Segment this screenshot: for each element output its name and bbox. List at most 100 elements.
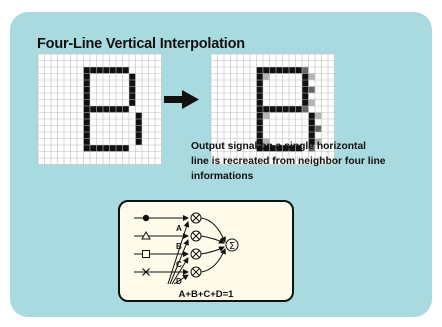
pixel-cell (135, 132, 142, 139)
weight-label-a: A (176, 224, 182, 233)
pixel-cell (116, 106, 123, 113)
pixel-cell (315, 112, 322, 119)
pixel-cell (289, 145, 296, 152)
pixel-cell (308, 138, 315, 145)
filled-circle-icon (142, 214, 150, 222)
pixel-cell (256, 106, 263, 113)
pixel-cell (263, 67, 270, 74)
pixel-cell (308, 125, 315, 132)
pixel-cell (83, 119, 90, 126)
pixel-cell (295, 67, 302, 74)
pixel-cell (302, 67, 309, 74)
weight-label-c: C (176, 260, 182, 269)
pixel-cell (129, 73, 136, 80)
pixel-cell (302, 80, 309, 87)
pixel-cell (308, 132, 315, 139)
pixel-cell (129, 80, 136, 87)
weight-equation: A+B+C+D=1 (178, 289, 234, 300)
diagram-title: Four-Line Vertical Interpolation (37, 36, 245, 52)
pixel-cell (135, 112, 142, 119)
pixel-cell (96, 145, 103, 152)
pixel-cell (135, 125, 142, 132)
pixel-cell (83, 112, 90, 119)
pixel-cell (96, 67, 103, 74)
weight-line-d (173, 274, 189, 285)
pixel-cell (256, 145, 263, 152)
pixel-cell (276, 67, 283, 74)
pixel-cell (302, 99, 309, 106)
caption-line: line is recreated from neighbor four lin… (191, 156, 386, 167)
pixel-cell (282, 145, 289, 152)
pixel-cell (90, 106, 97, 113)
pixel-cell (103, 67, 110, 74)
pixel-cell (129, 93, 136, 100)
pixel-cell (302, 73, 309, 80)
pixel-cell (295, 106, 302, 113)
pixel-cell (103, 106, 110, 113)
pixel-cell (308, 112, 315, 119)
pixel-cell (256, 93, 263, 100)
pixel-cell (116, 145, 123, 152)
pixel-cell (256, 86, 263, 93)
pixel-cell (83, 67, 90, 74)
sum-symbol: Σ (229, 241, 235, 252)
pixel-cell (269, 145, 276, 152)
pixel-cell (315, 138, 322, 145)
weight-line-a (167, 221, 190, 285)
pixel-cell (109, 67, 116, 74)
pixel-cell (263, 106, 270, 113)
pixel-cell (135, 119, 142, 126)
pixel-cell (83, 132, 90, 139)
sum-icon (225, 238, 239, 252)
pixel-cell (83, 138, 90, 145)
triangle-icon (141, 230, 151, 240)
pixel-cell (83, 86, 90, 93)
pixel-cell (116, 67, 123, 74)
pixel-cell (263, 73, 270, 80)
pixel-cell (83, 99, 90, 106)
pixel-cell (308, 119, 315, 126)
pixel-cell (122, 67, 129, 74)
pixel-cell (83, 73, 90, 80)
pixel-cell (315, 125, 322, 132)
pixel-cell (302, 86, 309, 93)
pixel-cell (103, 145, 110, 152)
caption-line: informations (191, 171, 254, 182)
pixel-cell (276, 145, 283, 152)
input-pixel-grid (37, 53, 162, 165)
caption: Output signal on a single horizontal lin… (191, 139, 386, 184)
pixel-cell (256, 125, 263, 132)
pixel-cell (90, 67, 97, 74)
pixel-cell (83, 93, 90, 100)
pixel-cell (256, 112, 263, 119)
pixel-cell (83, 80, 90, 87)
pixel-cell (289, 106, 296, 113)
pixel-cell (83, 125, 90, 132)
pixel-cell (308, 86, 315, 93)
pixel-cell (256, 119, 263, 126)
weight-line-c (171, 257, 189, 285)
output-pixel-grid (210, 53, 335, 165)
pixel-cell (256, 67, 263, 74)
pixel-cell (129, 86, 136, 93)
pixel-cell (83, 145, 90, 152)
pixel-cell (282, 106, 289, 113)
pixel-cell (263, 112, 270, 119)
pixel-cell (129, 99, 136, 106)
pixel-cell (308, 73, 315, 80)
pixel-cell (256, 138, 263, 145)
pixel-cell (122, 106, 129, 113)
square-icon (142, 250, 150, 258)
pixel-cell (109, 145, 116, 152)
pixel-cell (308, 145, 315, 152)
pixel-cell (289, 67, 296, 74)
pixel-cell (256, 73, 263, 80)
pixel-cell (269, 67, 276, 74)
pixel-cell (295, 145, 302, 152)
pixel-cell (256, 99, 263, 106)
weight-label-d: D (176, 277, 182, 286)
pixel-cell (263, 145, 270, 152)
pixel-cell (276, 106, 283, 113)
cross-icon (142, 268, 150, 276)
